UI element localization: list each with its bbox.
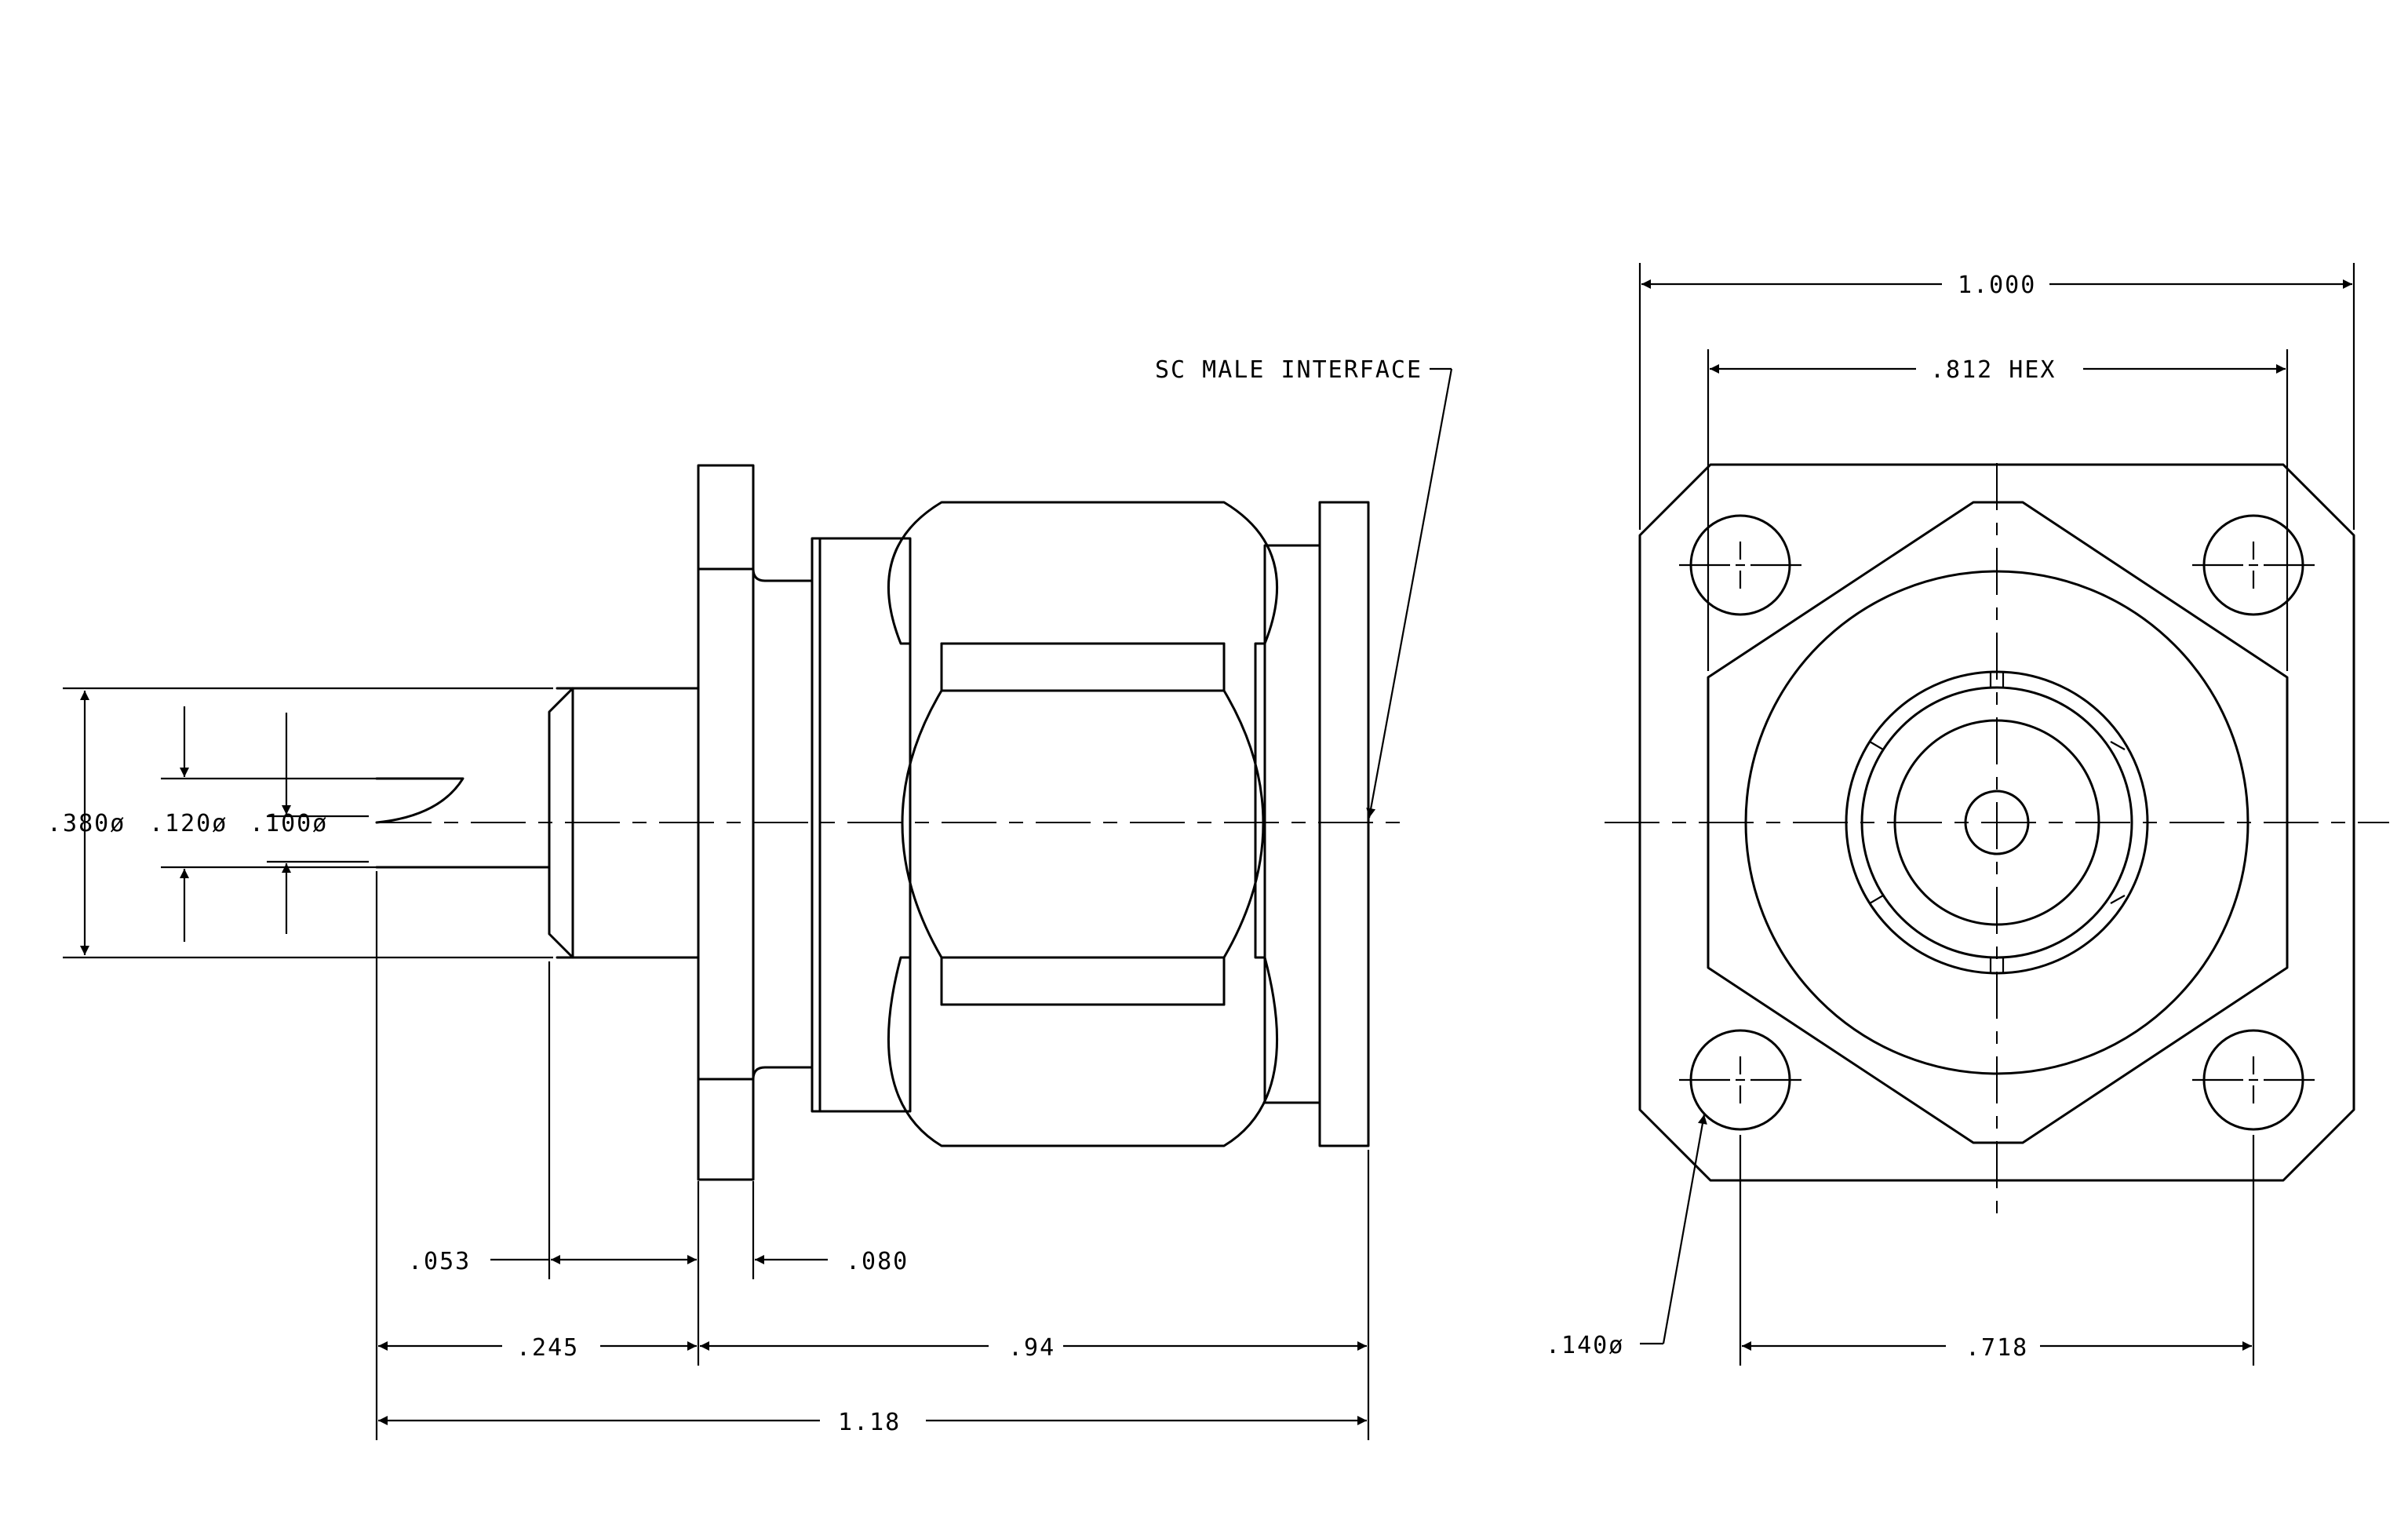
dim-1000-label: 1.000 [1958, 272, 2036, 299]
dim-100-label: .100ø [250, 810, 328, 837]
side-view [63, 367, 1453, 1440]
ring-slots [1869, 672, 2126, 973]
mounting-holes [1679, 514, 2315, 1131]
dim-053-label: .053 [408, 1248, 471, 1275]
hex-coupling-nut [887, 501, 1279, 1147]
diameter-dimensions [80, 691, 291, 955]
length-dimensions [378, 1255, 1367, 1425]
outer-ring-circle [1845, 670, 2149, 975]
interface-callout-label: SC MALE INTERFACE [1155, 356, 1423, 384]
square-flange-outline [1638, 463, 2355, 1182]
dielectric-circle [1893, 719, 2100, 926]
dim-118-label: 1.18 [838, 1409, 901, 1436]
dim-245-label: .245 [516, 1334, 579, 1362]
end-extension-lines [1638, 263, 2355, 1366]
middle-ring-circle [1860, 686, 2133, 959]
dim-718-label: .718 [1965, 1334, 2028, 1362]
dim-120-label: .120ø [149, 810, 228, 837]
rear-pin [375, 687, 700, 959]
end-view [1605, 263, 2389, 1366]
interface-leader [1366, 367, 1453, 819]
dim-140-hole-label: .140ø [1546, 1332, 1624, 1359]
center-contact-circle [1964, 790, 2030, 855]
dim-380-label: .380ø [47, 810, 126, 837]
dim-812-hex-label: .812 HEX [1930, 356, 2056, 384]
body-sleeve [811, 537, 912, 1113]
front-interface [1263, 501, 1370, 1147]
side-extension-lines [63, 687, 1370, 1440]
dim-080-label: .080 [846, 1248, 909, 1275]
body-circle [1744, 570, 2250, 1075]
hole-leader [1640, 1114, 1707, 1345]
dim-94-label: .94 [1008, 1334, 1055, 1362]
mounting-flange [697, 464, 814, 1181]
end-dimensions [1641, 279, 2352, 1351]
hex-outline [1707, 501, 2289, 1144]
